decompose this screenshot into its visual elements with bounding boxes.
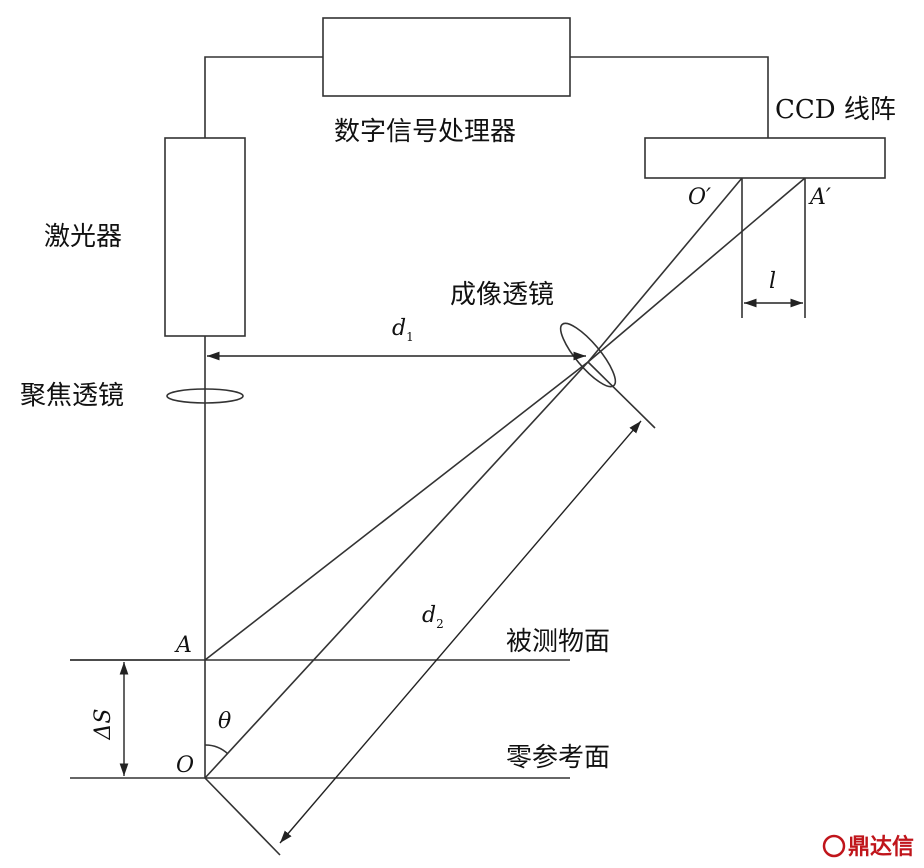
laser-label: 激光器 xyxy=(44,222,122,252)
point-O-label: O xyxy=(176,753,194,778)
point-A-label: A xyxy=(174,633,192,658)
measured-surface-label: 被测物面 xyxy=(506,627,610,657)
point-A-prime-label: A′ xyxy=(808,185,831,210)
lens-plane-line xyxy=(587,361,656,429)
signal-processor-box xyxy=(322,17,571,97)
theta-arc xyxy=(204,744,229,755)
ray-lens-to-A-prime xyxy=(587,177,806,363)
l-symbol: l xyxy=(769,269,776,294)
focusing-lens-label: 聚焦透镜 xyxy=(20,381,124,411)
lens-axis-line xyxy=(204,777,281,856)
zero-reference-label: 零参考面 xyxy=(506,743,610,773)
focusing-lens xyxy=(166,388,244,404)
laser-box xyxy=(164,137,246,337)
d2-dimension-arrow xyxy=(279,420,642,844)
wire-laser-to-processor xyxy=(204,56,323,138)
imaging-lens xyxy=(559,322,617,388)
watermark-icon xyxy=(822,834,846,858)
point-O-prime-label: O′ xyxy=(688,185,711,210)
processor-label: 数字信号处理器 xyxy=(334,117,516,147)
watermark-logo: 鼎达信 xyxy=(822,834,914,860)
theta-symbol: θ xyxy=(218,709,231,734)
d2-symbol: d2 xyxy=(422,603,444,631)
ray-lens-to-O-prime xyxy=(587,177,743,363)
ray-A-to-lens xyxy=(204,361,589,661)
delta-s-symbol: ΔS xyxy=(91,709,116,741)
imaging-lens-label: 成像透镜 xyxy=(450,280,554,310)
ray-O-to-lens xyxy=(204,361,589,779)
wire-processor-to-ccd xyxy=(570,56,769,138)
d1-symbol: d1 xyxy=(392,316,414,344)
ccd-label: CCD 线阵 xyxy=(775,95,896,125)
ccd-array-box xyxy=(644,137,886,179)
watermark-text: 鼎达信 xyxy=(848,834,914,860)
